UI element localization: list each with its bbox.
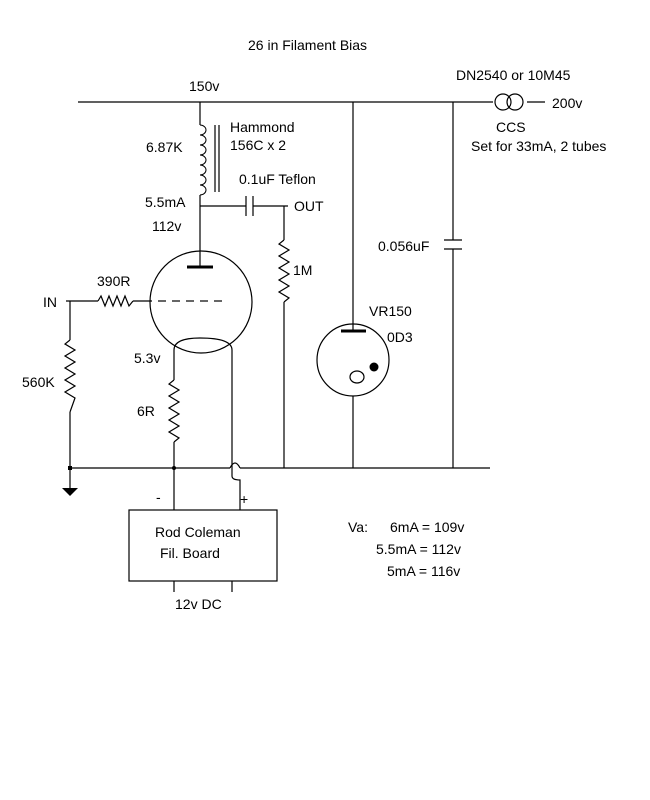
ground-bus [68,460,490,510]
ccs-setting-label: Set for 33mA, 2 tubes [471,138,606,154]
regulator-tube-alt-label: 0D3 [387,329,413,345]
choke-part-label: 156C x 2 [230,137,286,153]
va-table-row: 6mA = 109v [390,519,464,535]
ground-symbol [62,468,78,496]
board-supply-label: 12v DC [175,596,222,612]
ccs-input-voltage: 200v [552,95,582,111]
filament-resistor-label: 6R [137,403,155,419]
b-plus-voltage-label: 150v [189,78,219,94]
filament-minus-label: - [156,489,161,505]
choke-value-label: 6.87K [146,139,183,155]
ccs-symbol [494,93,524,111]
va-table-row: 5mA = 116v [387,563,460,579]
filament-bias-resistor [167,355,181,510]
bypass-capacitor [444,102,462,468]
coupling-cap-label: 0.1uF Teflon [239,171,316,187]
ccs-label: CCS [496,119,526,135]
filament-plus-label: + [240,491,248,507]
grid-leak-label: 560K [22,374,55,390]
plate-choke [199,102,220,248]
board-name-label: Rod Coleman [155,524,241,540]
output-resistor [277,239,291,468]
choke-name-label: Hammond [230,119,295,135]
grid-stopper-label: 390R [97,273,130,289]
va-table: Va: 6mA = 109v 5.5mA = 112v 5mA = 116v [348,519,464,579]
va-table-row: 5.5mA = 112v [376,541,461,557]
triode-tube [149,248,253,460]
output-label: OUT [294,198,324,214]
filament-voltage-label: 5.3v [134,350,160,366]
plate-voltage-label: 112v [152,218,181,234]
coupling-capacitor [200,196,288,240]
bypass-cap-label: 0.056uF [378,238,429,254]
voltage-regulator-tube [316,102,390,468]
input-label: IN [43,294,57,310]
output-resistor-label: 1M [293,262,312,278]
filament-board [128,509,278,592]
va-table-header: Va: [348,519,368,535]
diagram-title: 26 in Filament Bias [248,37,367,53]
input-network [63,294,152,468]
ccs-part-label: DN2540 or 10M45 [456,67,571,83]
plate-current-label: 5.5mA [145,194,186,210]
board-type-label: Fil. Board [160,545,220,561]
regulator-tube-label: VR150 [369,303,412,319]
